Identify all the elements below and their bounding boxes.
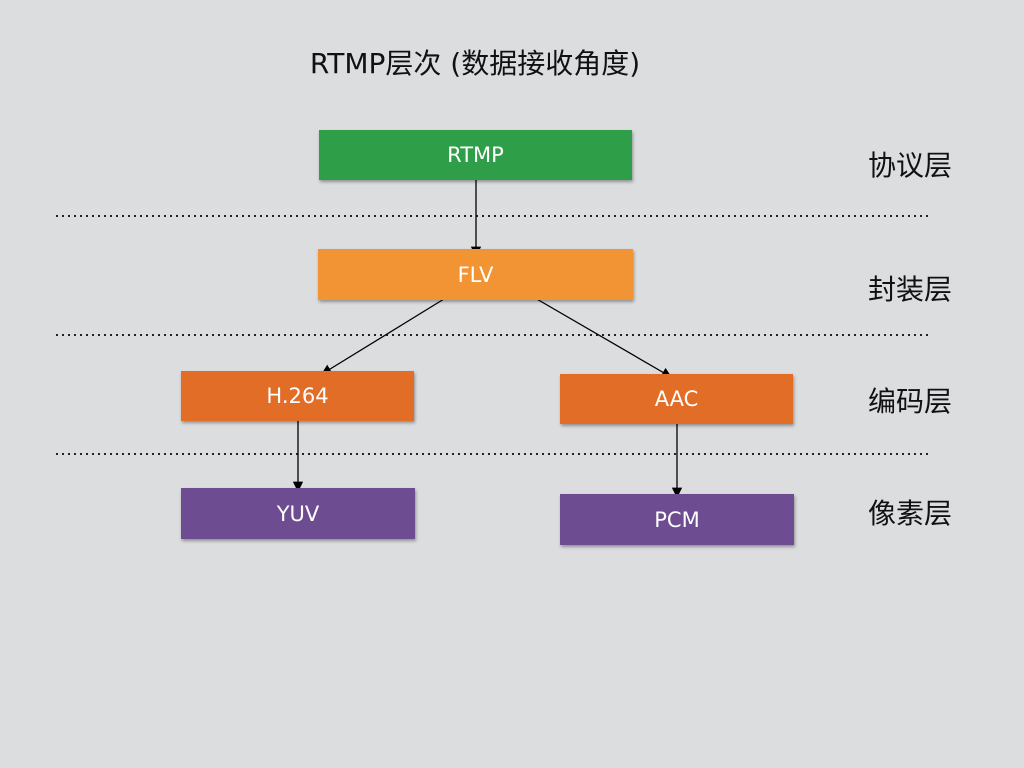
- arrow-flv-to-aac: [534, 297, 672, 378]
- node-pcm: PCM: [560, 494, 794, 545]
- node-flv: FLV: [318, 249, 633, 300]
- layer-label-protocol: 协议层: [868, 149, 953, 182]
- layer-label-pixel: 像素层: [868, 497, 953, 530]
- node-rtmp: RTMP: [319, 130, 632, 180]
- node-aac: AAC: [560, 374, 793, 424]
- layer-label-codec: 编码层: [868, 385, 953, 418]
- node-h264: H.264: [181, 371, 414, 421]
- diagram-title: RTMP层次 (数据接收角度): [309, 47, 641, 80]
- node-yuv: YUV: [181, 488, 415, 539]
- arrow-flv-to-h264: [321, 298, 445, 375]
- layer-label-container: 封装层: [868, 273, 953, 306]
